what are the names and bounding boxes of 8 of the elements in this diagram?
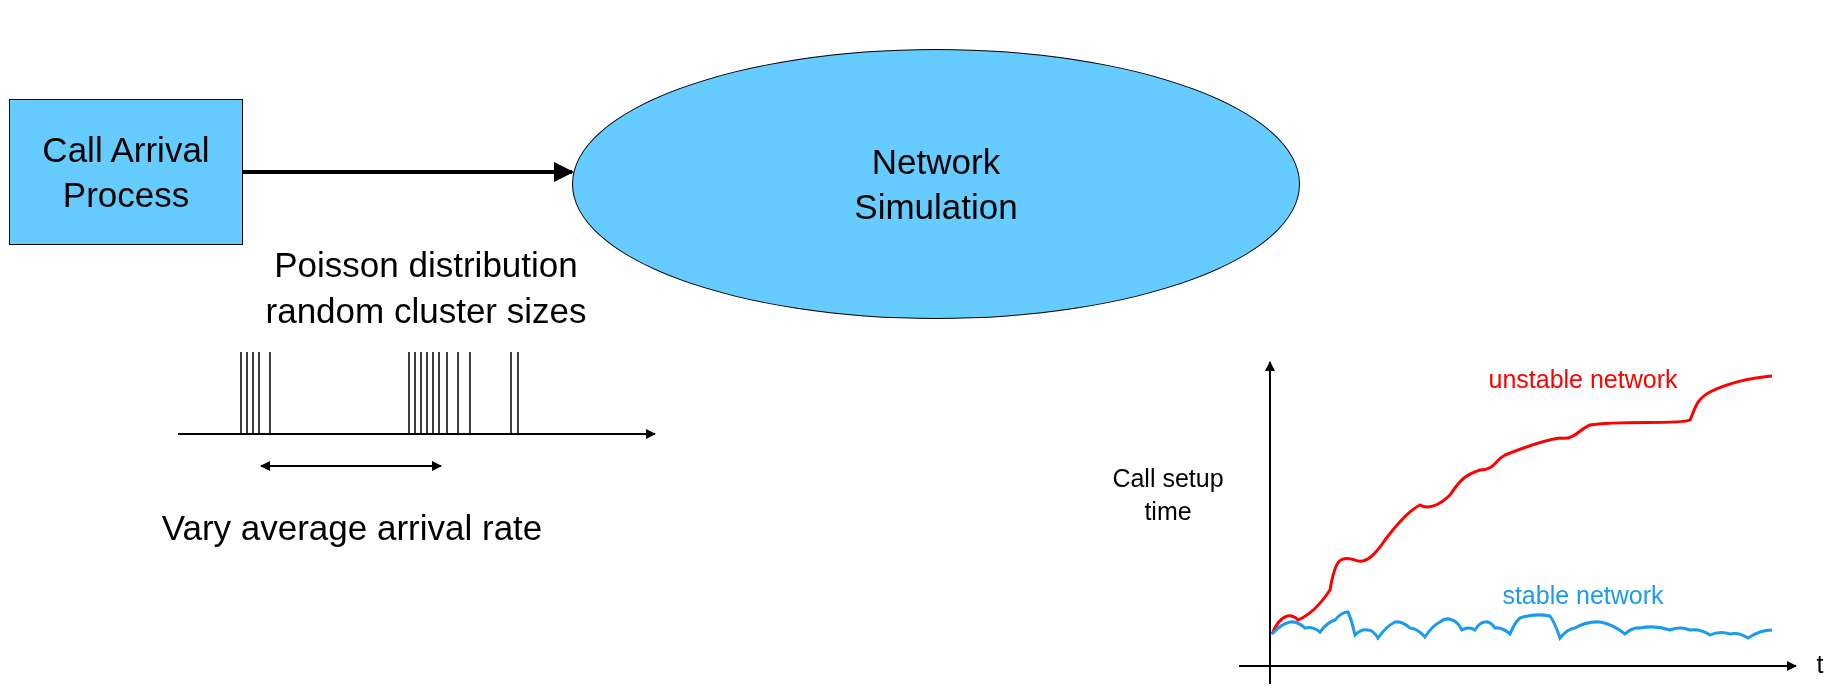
axis-label: t [1815,649,1825,680]
annotation-text: Poisson distribution random cluster sizes [264,244,588,332]
axis-label: Call setup time [1111,463,1225,527]
arrow [243,162,574,182]
series-label: stable network [1501,580,1665,611]
series-label: unstable network [1487,364,1679,395]
process-box: Call Arrival Process [9,99,243,245]
annotation-text: Vary average arrival rate [160,507,544,549]
